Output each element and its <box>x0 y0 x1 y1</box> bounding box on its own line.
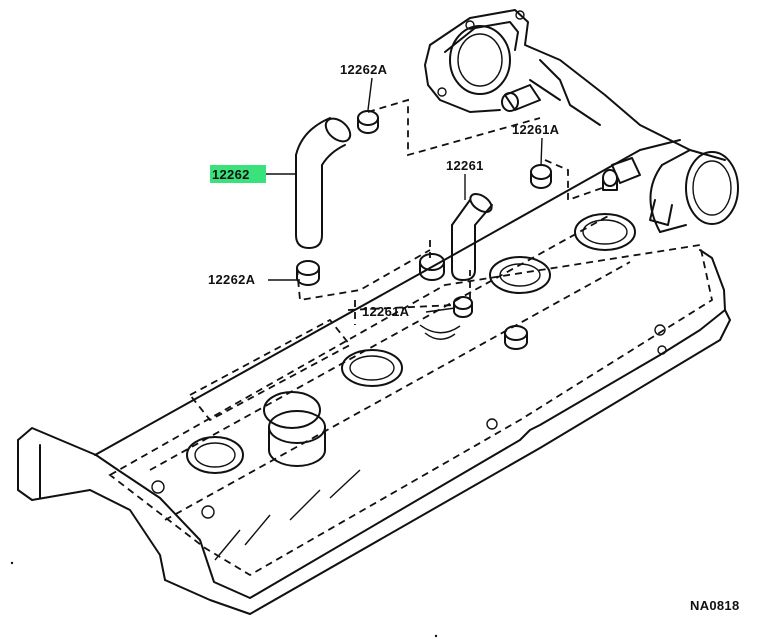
label-12261[interactable]: 12261 <box>446 158 484 173</box>
clamp-12261A-bottom <box>453 296 473 318</box>
label-12261A-top[interactable]: 12261A <box>512 122 560 137</box>
oil-filler-cap <box>268 410 326 467</box>
speck <box>10 561 14 565</box>
figure-code: NA0818 <box>690 598 740 613</box>
hose-12261 <box>451 193 493 281</box>
breather-housing <box>424 9 726 161</box>
hose-12262 <box>295 117 352 249</box>
label-12262[interactable]: 12262 <box>212 167 250 182</box>
clamp-12262A-top <box>357 110 379 134</box>
assembly-lines <box>296 98 603 325</box>
label-12261A-bottom[interactable]: 12261A <box>362 304 410 319</box>
clamp-12261A-top <box>530 164 552 189</box>
valve-cover <box>17 139 731 615</box>
cover-nipples <box>419 253 528 350</box>
highlight-box <box>210 165 266 183</box>
speck <box>434 634 438 638</box>
cap-cylinder <box>649 149 739 233</box>
label-12262A-bottom[interactable]: 12262A <box>208 272 256 287</box>
plug-openings <box>186 213 636 474</box>
pcv-nipple <box>602 157 641 191</box>
clamp-12262A-bottom <box>296 260 320 286</box>
leader-lines <box>266 77 543 313</box>
crescent-mark <box>419 324 461 334</box>
crescent-mark <box>424 332 456 340</box>
label-12262A-top[interactable]: 12262A <box>340 62 388 77</box>
